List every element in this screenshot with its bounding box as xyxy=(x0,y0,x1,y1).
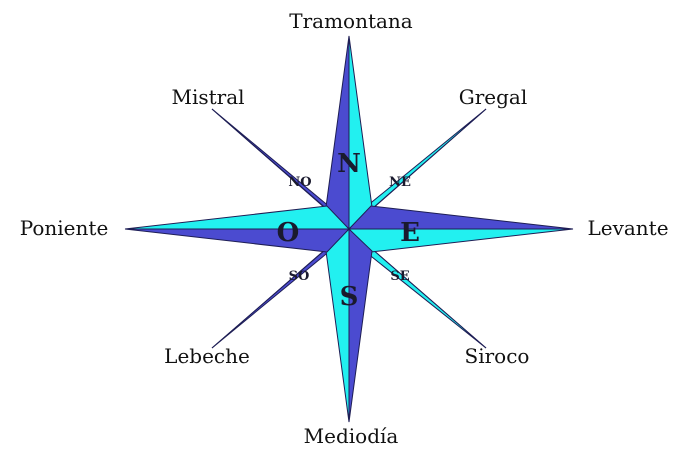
point-n-dark xyxy=(326,36,349,229)
wind-northeast-label: Gregal xyxy=(459,85,528,109)
point-s-light xyxy=(326,229,349,422)
letter-o: O xyxy=(277,218,300,248)
point-e-light xyxy=(349,229,573,252)
wind-northwest-label: Mistral xyxy=(171,85,244,109)
letter-no: NO xyxy=(288,175,311,190)
letter-s: S xyxy=(340,282,359,312)
wind-south-label: Mediodía xyxy=(304,424,399,448)
letter-n: N xyxy=(337,149,361,179)
wind-north-label: Tramontana xyxy=(289,9,413,33)
point-w-light xyxy=(125,206,349,229)
point-s-dark xyxy=(349,229,372,422)
wind-east-label: Levante xyxy=(587,216,668,240)
wind-southwest-label: Lebeche xyxy=(164,344,250,368)
wind-southeast-label: Siroco xyxy=(465,344,530,368)
letter-ne: NE xyxy=(389,175,411,190)
letter-so: SO xyxy=(289,269,310,284)
wind-west-label: Poniente xyxy=(20,216,109,240)
point-n-light xyxy=(349,36,372,229)
letter-e: E xyxy=(400,218,420,248)
letter-se: SE xyxy=(390,269,409,284)
point-w-dark xyxy=(125,229,349,252)
point-e-dark xyxy=(349,206,573,229)
